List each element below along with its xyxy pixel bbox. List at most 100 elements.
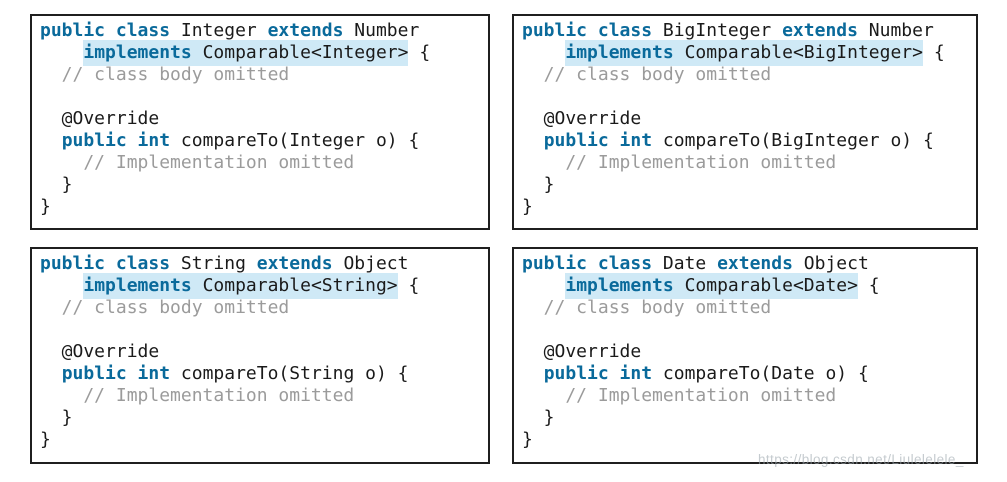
code-line: // class body omitted xyxy=(40,64,480,86)
code-block-date: public class Date extends Object impleme… xyxy=(514,249,976,455)
code-line: public class Integer extends Number xyxy=(40,20,480,42)
code-text xyxy=(522,275,565,296)
code-keyword: public class xyxy=(40,20,171,41)
code-text xyxy=(522,42,565,63)
code-text: } xyxy=(522,407,555,428)
code-keyword: implements xyxy=(83,40,192,66)
code-keyword: public class xyxy=(522,20,653,41)
code-line: } xyxy=(522,429,968,451)
code-line: @Override xyxy=(522,108,968,130)
code-line: } xyxy=(40,174,480,196)
code-comment: // class body omitted xyxy=(522,64,772,85)
code-line: public int compareTo(Date o) { xyxy=(522,363,968,385)
code-text: { xyxy=(397,275,420,296)
code-keyword: public class xyxy=(40,253,171,274)
code-text: } xyxy=(522,174,555,195)
code-keyword: public int xyxy=(543,130,653,151)
code-text: } xyxy=(40,196,51,217)
code-line: } xyxy=(40,196,480,218)
code-text: compareTo(BigInteger o) { xyxy=(652,130,934,151)
code-keyword: extends xyxy=(782,20,858,41)
code-text: } xyxy=(40,174,73,195)
code-line: } xyxy=(40,407,480,429)
code-text: BigInteger xyxy=(652,20,783,41)
code-text xyxy=(40,363,62,384)
code-text: Number xyxy=(343,20,420,41)
code-line xyxy=(522,319,968,341)
code-line: public int compareTo(Integer o) { xyxy=(40,130,480,152)
code-line: implements Comparable<BigInteger> { xyxy=(522,40,968,66)
code-text: } xyxy=(522,429,533,450)
code-comment: // Implementation omitted xyxy=(40,152,355,173)
code-line: @Override xyxy=(40,341,480,363)
code-block-integer: public class Integer extends Number impl… xyxy=(32,16,488,222)
code-line: public class BigInteger extends Number xyxy=(522,20,968,42)
code-text: { xyxy=(922,42,945,63)
code-text: Date xyxy=(652,253,718,274)
code-line: // Implementation omitted xyxy=(40,385,480,407)
code-comment: // class body omitted xyxy=(40,64,290,85)
code-block-biginteger: public class BigInteger extends Number i… xyxy=(514,16,976,222)
code-keyword: public int xyxy=(543,363,653,384)
code-text: @Override xyxy=(40,341,160,362)
code-line: public int compareTo(String o) { xyxy=(40,363,480,385)
code-text: compareTo(String o) { xyxy=(170,363,409,384)
code-comment: // Implementation omitted xyxy=(522,385,837,406)
code-line: } xyxy=(522,196,968,218)
code-keyword: extends xyxy=(267,20,344,41)
code-text: Comparable<Integer> xyxy=(191,40,409,66)
code-text: } xyxy=(522,196,533,217)
code-line: public int compareTo(BigInteger o) { xyxy=(522,130,968,152)
code-line: implements Comparable<Date> { xyxy=(522,273,968,299)
code-text xyxy=(40,42,83,63)
code-line xyxy=(40,319,480,341)
code-text: Integer xyxy=(170,20,268,41)
code-line: // Implementation omitted xyxy=(522,152,968,174)
code-text: Comparable<String> xyxy=(191,273,398,299)
code-keyword: implements xyxy=(565,40,674,66)
code-panel-biginteger: public class BigInteger extends Number i… xyxy=(512,14,978,230)
code-keyword: public class xyxy=(522,253,653,274)
code-comment: // class body omitted xyxy=(40,297,290,318)
code-line: // class body omitted xyxy=(522,297,968,319)
code-panel-string: public class String extends Object imple… xyxy=(30,247,490,464)
code-line: } xyxy=(522,174,968,196)
code-text: Object xyxy=(332,253,409,274)
code-comment: // class body omitted xyxy=(522,297,772,318)
code-keyword: public int xyxy=(61,363,171,384)
code-comment: // Implementation omitted xyxy=(40,385,355,406)
watermark-blog-url: https://blog.csdn.net/Liulelelele_ xyxy=(758,452,964,467)
code-line: // class body omitted xyxy=(522,64,968,86)
code-line: @Override xyxy=(522,341,968,363)
code-line: } xyxy=(40,429,480,451)
code-text xyxy=(40,130,62,151)
code-line: implements Comparable<Integer> { xyxy=(40,40,480,66)
code-text: Comparable<BigInteger> xyxy=(673,40,923,66)
code-line: } xyxy=(522,407,968,429)
code-line xyxy=(522,86,968,108)
code-text: Object xyxy=(792,253,869,274)
code-line: @Override xyxy=(40,108,480,130)
code-line: // Implementation omitted xyxy=(40,152,480,174)
code-line: public class String extends Object xyxy=(40,253,480,275)
code-text xyxy=(522,130,544,151)
code-line: implements Comparable<String> { xyxy=(40,273,480,299)
code-text: String xyxy=(170,253,257,274)
code-line: public class Date extends Object xyxy=(522,253,968,275)
code-text: } xyxy=(40,429,51,450)
code-panel-date: public class Date extends Object impleme… xyxy=(512,247,978,464)
code-text: @Override xyxy=(40,108,160,129)
code-text: compareTo(Integer o) { xyxy=(170,130,420,151)
code-text: } xyxy=(40,407,73,428)
code-text xyxy=(522,363,544,384)
code-keyword: extends xyxy=(717,253,793,274)
code-text: { xyxy=(408,42,431,63)
code-keyword: public int xyxy=(61,130,171,151)
code-comment: // Implementation omitted xyxy=(522,152,837,173)
code-keyword: implements xyxy=(565,273,674,299)
code-line xyxy=(40,86,480,108)
code-panel-integer: public class Integer extends Number impl… xyxy=(30,14,490,230)
code-text: compareTo(Date o) { xyxy=(652,363,869,384)
code-line: // Implementation omitted xyxy=(522,385,968,407)
